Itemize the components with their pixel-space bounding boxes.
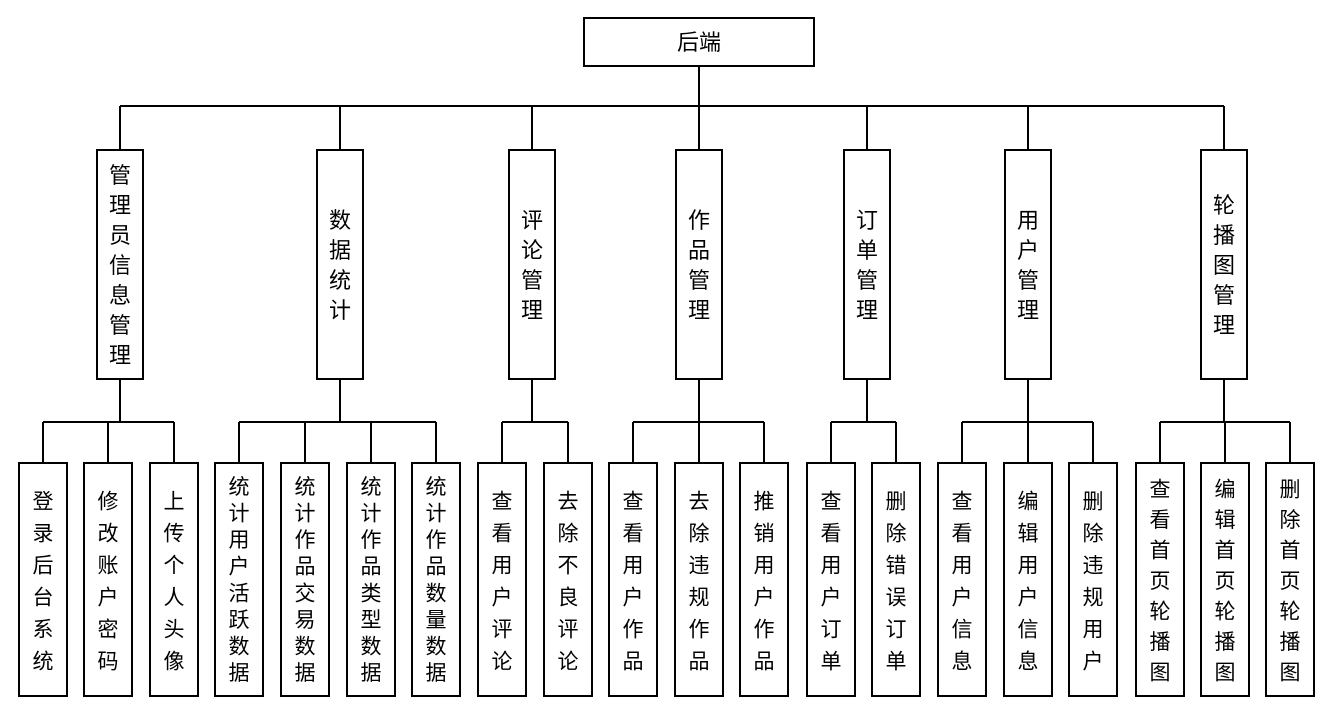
function-node [1003, 462, 1053, 697]
function-node [149, 462, 199, 697]
function-node-label: 上传个人头像 [164, 489, 185, 673]
function-node-label: 查看用户作品 [623, 489, 644, 673]
module-node [843, 149, 891, 380]
module-node [508, 149, 556, 380]
function-node [411, 462, 461, 697]
function-node [871, 462, 921, 697]
function-node-label: 去除不良评论 [558, 489, 579, 673]
function-node [608, 462, 658, 697]
function-node-label: 查看用户信息 [952, 489, 973, 673]
connector-lines [42, 66, 1291, 463]
function-node-label: 修改账户密码 [98, 489, 119, 673]
module-node-label: 作品管理 [688, 209, 710, 324]
function-node [1265, 462, 1315, 697]
function-node [346, 462, 396, 697]
module-node [1200, 149, 1248, 380]
function-node-label: 推销用户作品 [754, 489, 775, 673]
module-node-label: 用户管理 [1017, 209, 1039, 324]
function-node-label: 编辑首页轮播图 [1215, 478, 1236, 685]
function-node [18, 462, 68, 697]
function-node [214, 462, 264, 697]
function-node-label: 删除违规用户 [1083, 489, 1104, 673]
function-node [280, 462, 330, 697]
function-node-label: 统计用户活跃数据 [229, 475, 250, 685]
function-node [543, 462, 593, 697]
function-node [806, 462, 856, 697]
root-node [583, 17, 815, 67]
function-node-label: 删除首页轮播图 [1280, 478, 1301, 685]
root-node-label: 后端 [677, 31, 721, 56]
function-node [1068, 462, 1118, 697]
module-node-label: 评论管理 [521, 209, 543, 324]
function-node [937, 462, 987, 697]
function-node-label: 删除错误订单 [886, 489, 907, 673]
function-node-label: 统计作品交易数据 [295, 475, 316, 685]
module-node [316, 149, 364, 380]
module-node-label: 轮播图管理 [1213, 194, 1235, 339]
function-node-label: 编辑用户信息 [1018, 489, 1039, 673]
function-node [674, 462, 724, 697]
function-node-label: 去除违规作品 [689, 489, 710, 673]
module-node-label: 数据统计 [329, 209, 351, 324]
module-node [675, 149, 723, 380]
function-node-label: 查看用户评论 [492, 489, 513, 673]
function-node-label: 查看用户订单 [821, 489, 842, 673]
function-node [83, 462, 133, 697]
function-node [1200, 462, 1250, 697]
function-node-label: 查看首页轮播图 [1150, 478, 1171, 685]
function-node [739, 462, 789, 697]
function-node-label: 统计作品数量数据 [426, 475, 447, 685]
module-node [1004, 149, 1052, 380]
module-node-label: 管理员信息管理 [109, 164, 131, 369]
function-node [477, 462, 527, 697]
module-node-label: 订单管理 [856, 209, 878, 324]
function-node-label: 统计作品类型数据 [361, 475, 382, 685]
module-node [96, 149, 144, 380]
function-node-label: 登录后台系统 [33, 489, 54, 673]
function-node [1135, 462, 1185, 697]
